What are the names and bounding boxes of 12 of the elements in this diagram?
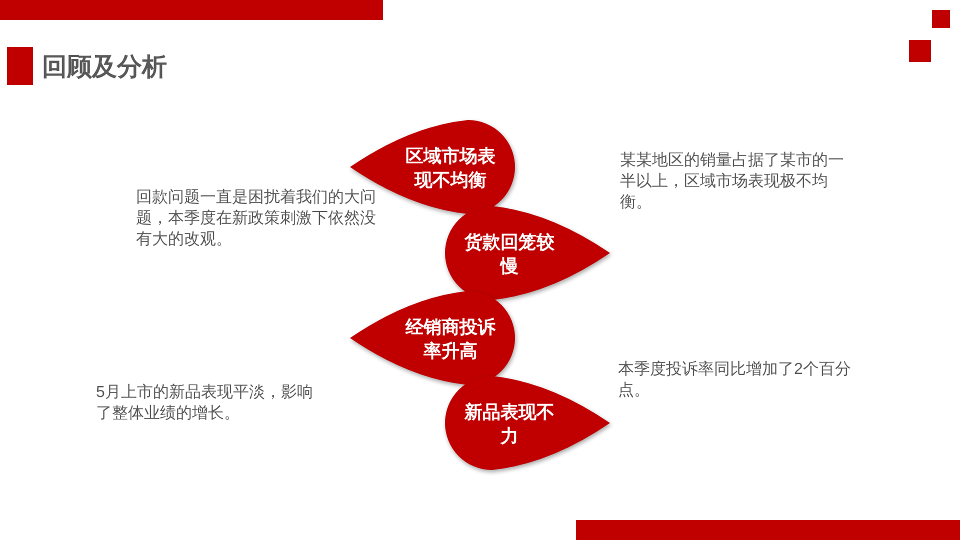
teardrop-label: 区域市场表现不均衡 bbox=[404, 144, 496, 192]
teardrop-shape bbox=[350, 291, 515, 386]
description-text: 某某地区的销量占据了某市的一半以上，区域市场表现极不均衡。 bbox=[620, 150, 845, 213]
teardrop-shape bbox=[445, 376, 610, 471]
description-text: 本季度投诉率同比增加了2个百分点。 bbox=[618, 360, 852, 401]
description-text: 回款问题一直是困扰着我们的大问题，本季度在新政策刺激下依然没有大的改观。 bbox=[136, 188, 377, 250]
teardrop-label: 新品表现不力 bbox=[463, 400, 556, 448]
teardrop-label: 货款回笼较慢 bbox=[464, 230, 556, 278]
description-text: 5月上市的新品表现平淡，影响了整体业绩的增长。 bbox=[96, 382, 314, 424]
slide-title: 回顾及分析 bbox=[42, 52, 167, 83]
teardrop-shape bbox=[445, 206, 610, 301]
teardrop-label: 经销商投诉率升高 bbox=[404, 316, 496, 362]
